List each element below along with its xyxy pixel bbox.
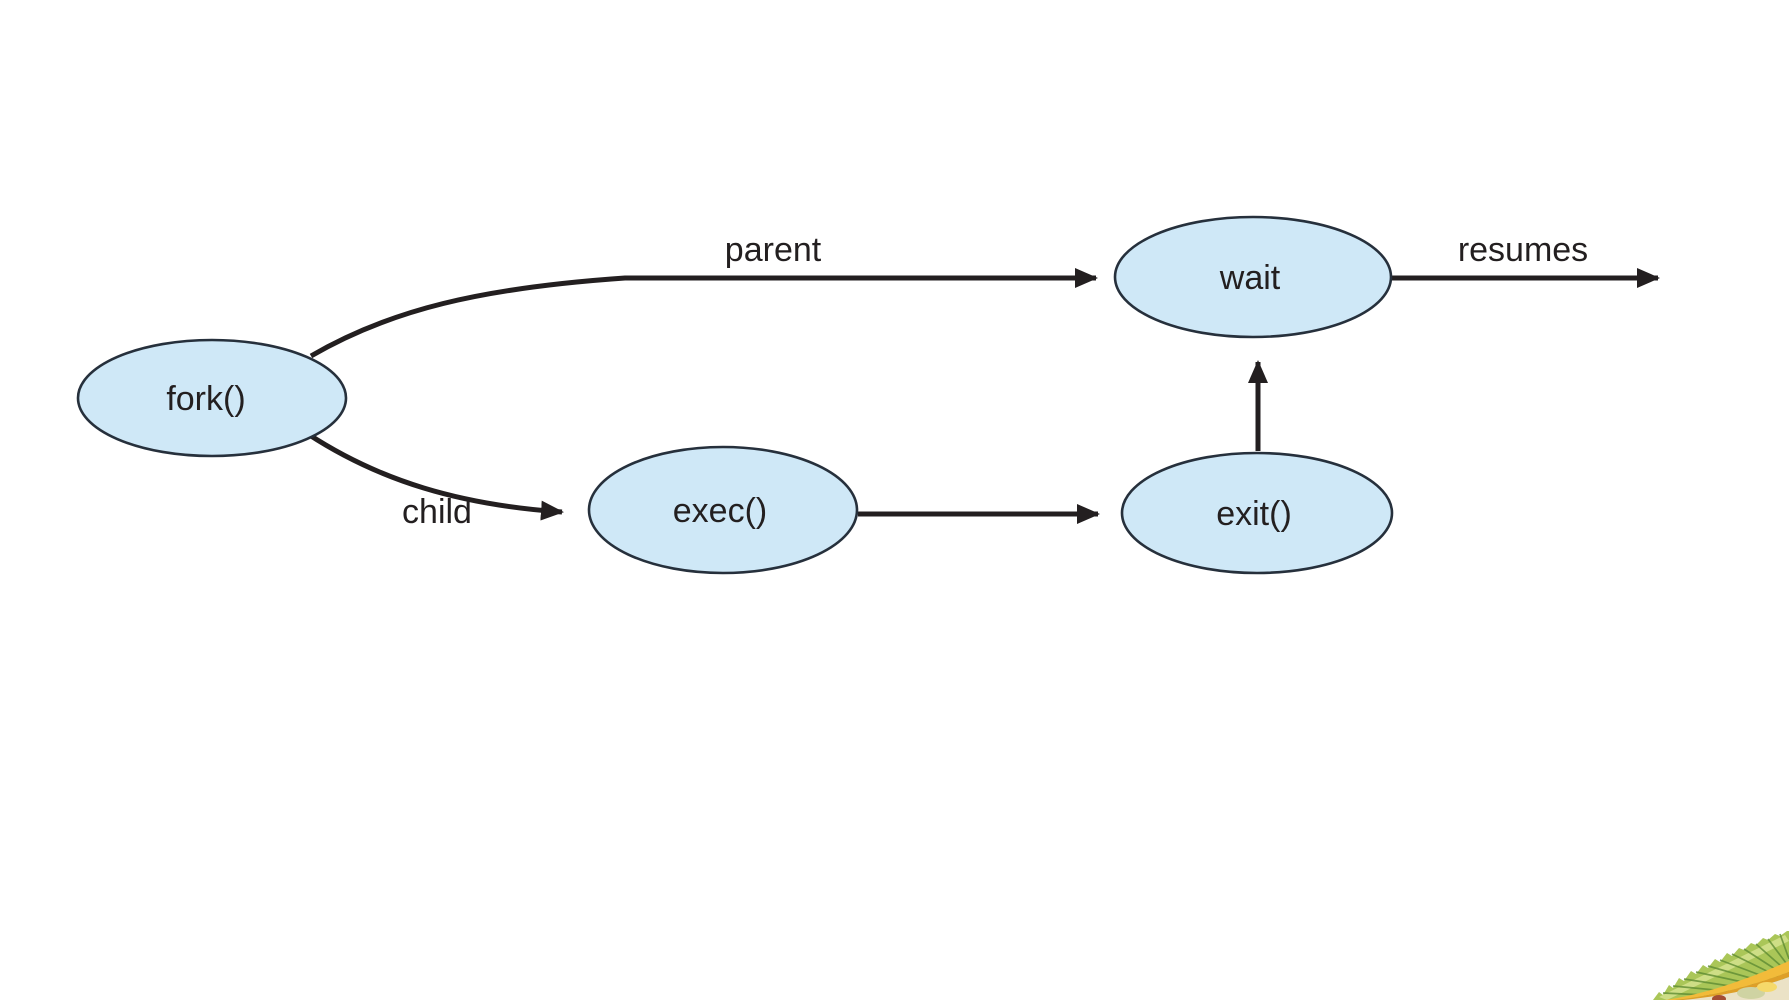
edges [306, 268, 1661, 524]
node-wait-ellipse [1113, 215, 1393, 339]
node-exec-label: exec() [673, 492, 767, 530]
node-fork-label: fork() [166, 380, 245, 418]
node-wait: wait [1113, 215, 1393, 339]
node-wait-label: wait [1219, 259, 1281, 297]
node-exit-ellipse [1120, 451, 1394, 575]
node-exit: exit() [1120, 451, 1394, 575]
frill-yellow-band [1665, 961, 1789, 1000]
edge-label-child: child [402, 493, 472, 531]
node-fork: fork() [76, 338, 348, 458]
node-exit-label: exit() [1216, 495, 1292, 533]
frill-body-shade [1737, 987, 1765, 999]
edge-child [306, 431, 564, 521]
edge-parent [309, 268, 1099, 359]
frill-highlight [1659, 935, 1789, 1000]
dinosaur-frill-artwork-icon [1653, 931, 1789, 1000]
node-exec: exec() [587, 445, 859, 575]
frill-claw [1757, 982, 1777, 992]
frill-brown-spot [1712, 995, 1726, 1000]
node-exec-ellipse [587, 445, 859, 575]
edge-label-parent: parent [725, 231, 822, 269]
node-fork-ellipse [76, 338, 348, 458]
edge-label-resumes: resumes [1458, 231, 1588, 269]
